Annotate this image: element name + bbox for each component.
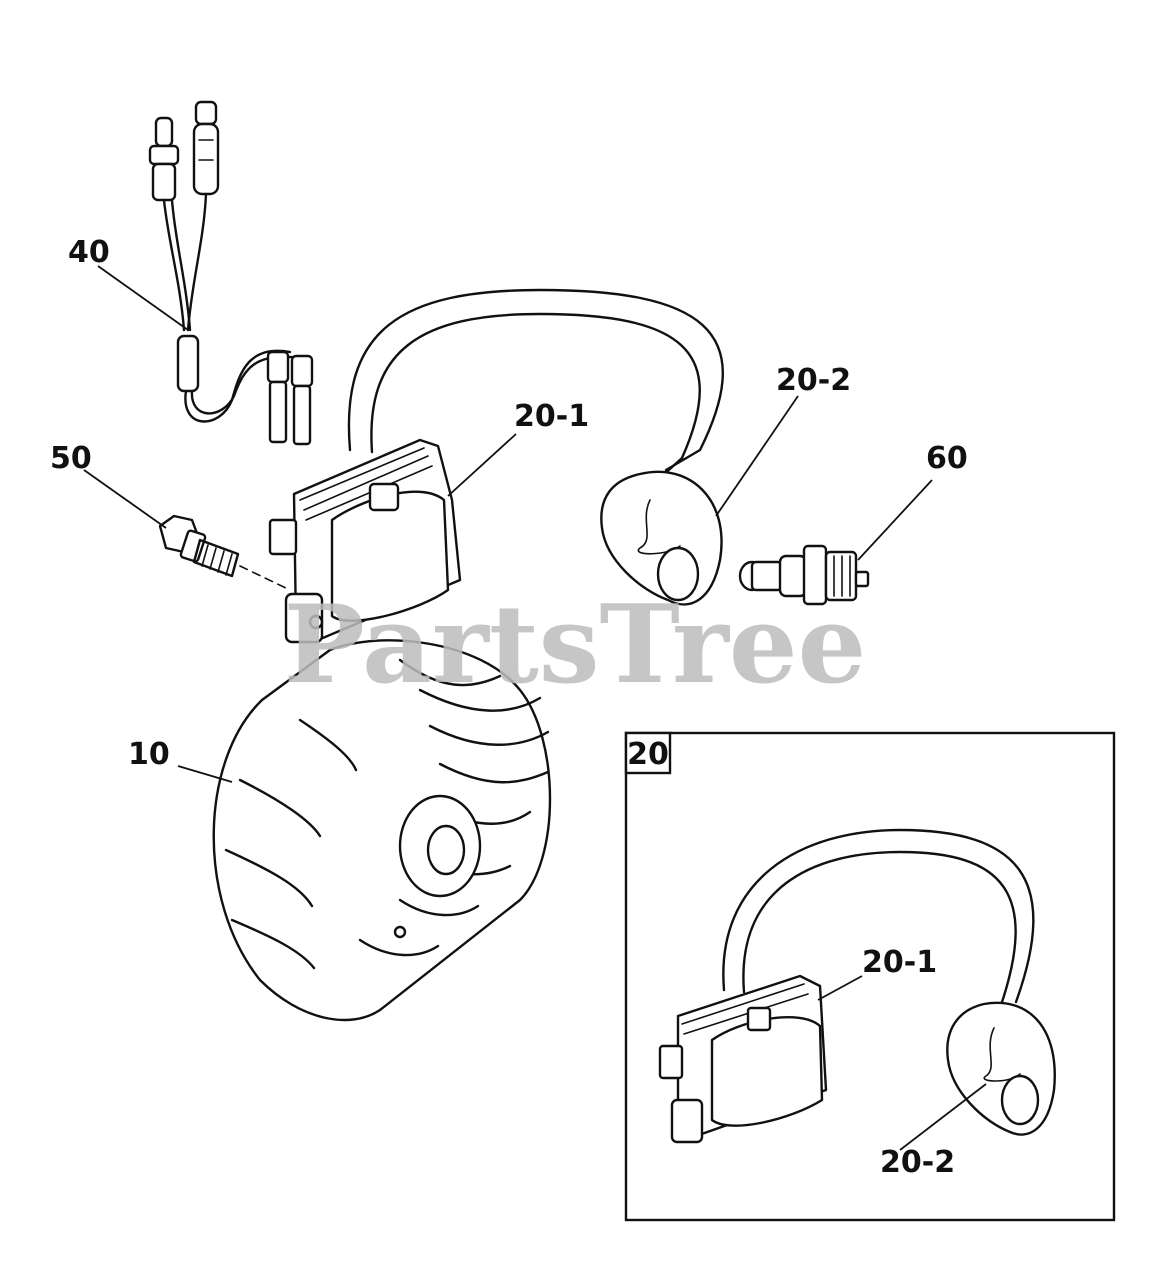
leader-10 [177, 765, 233, 783]
callout-50: 50 [50, 441, 92, 476]
callout-20-1: 20-1 [514, 399, 589, 434]
screw-part [158, 514, 291, 591]
callout-inset-20-1: 20-1 [862, 945, 937, 980]
inset-ignition-coil [658, 828, 1035, 1144]
leader-60 [857, 479, 933, 561]
inset-label: 20 [627, 737, 669, 772]
leader-20-1 [447, 433, 517, 497]
leader-40 [97, 265, 189, 331]
leader-50 [83, 469, 167, 529]
flywheel-part [212, 639, 552, 1022]
spark-plug-boot-part [600, 470, 723, 606]
watermark: PartsTree [284, 582, 867, 708]
wire-harness-part [148, 100, 314, 446]
inset-box: 20 [624, 731, 1116, 1222]
leader-20-2 [715, 395, 799, 517]
leader-inset-20-1 [817, 975, 863, 1001]
spark-plug-part [738, 544, 870, 606]
callout-20-2: 20-2 [776, 363, 851, 398]
callout-40: 40 [68, 235, 110, 270]
callout-inset-20-2: 20-2 [880, 1145, 955, 1180]
leader-inset-20-2 [899, 1083, 987, 1151]
callout-60: 60 [926, 441, 968, 476]
inset-spark-plug-boot [946, 1001, 1056, 1136]
ignition-coil-part [268, 288, 725, 644]
callout-10: 10 [128, 737, 170, 772]
